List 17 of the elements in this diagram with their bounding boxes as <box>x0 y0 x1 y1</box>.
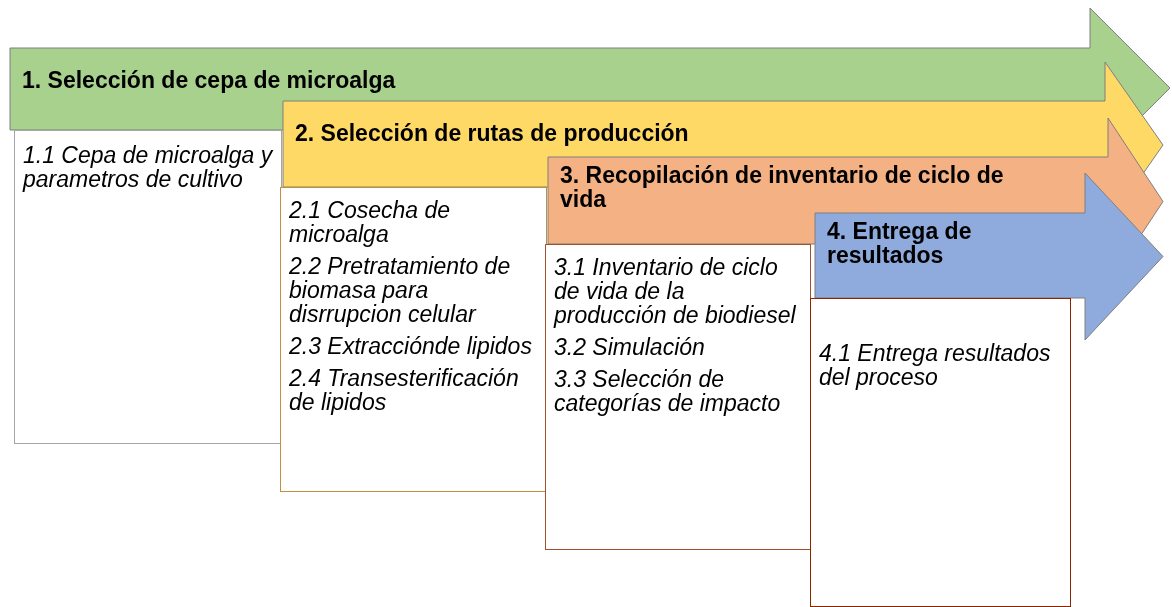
task-text: 4.1 Entrega resultados del proceso <box>819 341 1052 389</box>
task-text: 1.1 Cepa de microalga y parametros de cultivo <box>23 143 273 191</box>
task-text: 2.4 Transesterificación de lipidos <box>289 366 520 414</box>
task-box <box>14 130 282 444</box>
task-box <box>280 187 547 492</box>
task-text: 3.1 Inventario de ciclo de vida de la producción de biodiesel <box>554 255 797 327</box>
step-heading: 4. Entrega de resultados <box>827 219 973 267</box>
task-text: 3.3 Selección de categorías de impacto <box>554 367 782 415</box>
task-text: 2.2 Pretratamiento de biomasa para disrrupcion celular <box>289 254 512 326</box>
task-text: 2.3 Extracciónde lipidos <box>289 334 533 358</box>
task-box <box>545 244 811 550</box>
step-heading: 3. Recopilación de inventario de ciclo de vida <box>560 163 1005 211</box>
task-box <box>810 298 1071 607</box>
task-text: 2.1 Cosecha de microalga <box>289 198 452 246</box>
task-text: 3.2 Simulación <box>554 335 706 359</box>
step-heading: 1. Selección de cepa de microalga <box>22 68 397 92</box>
step-heading: 2. Selección de rutas de producción <box>295 121 690 145</box>
